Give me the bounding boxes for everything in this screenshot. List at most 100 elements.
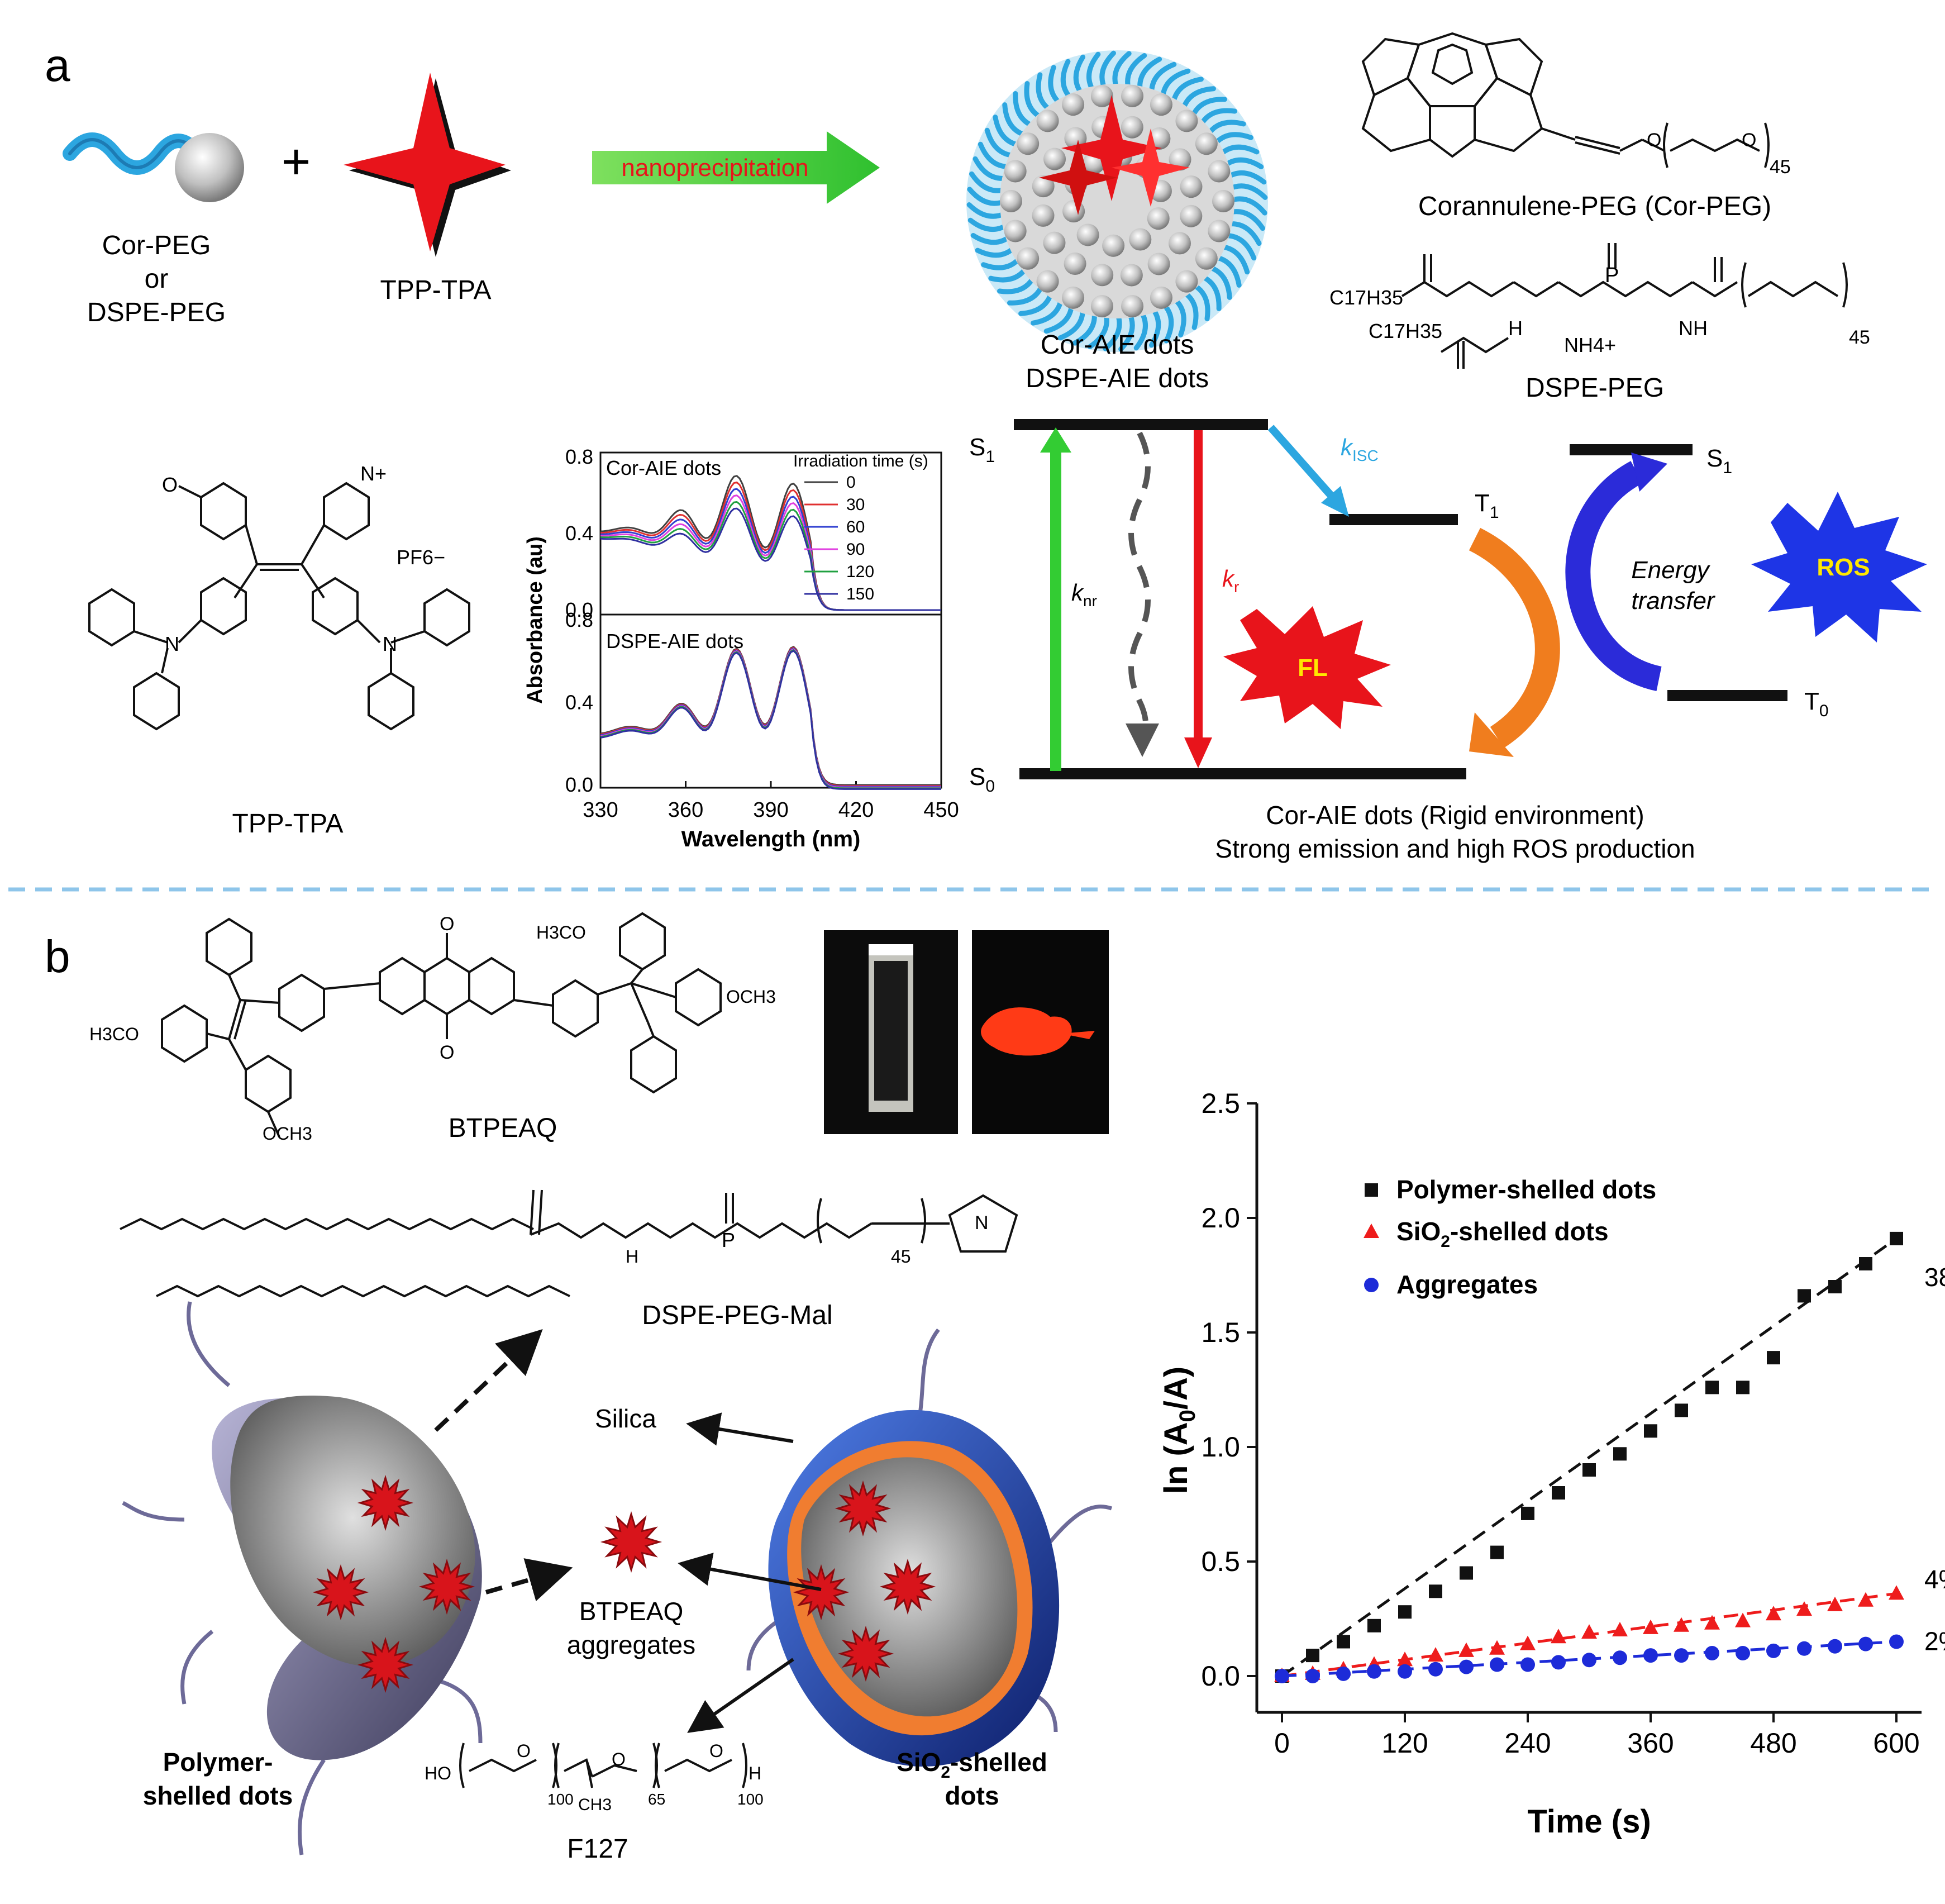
jablonski-caption-1: Cor-AIE dots (Rigid environment) (1266, 801, 1644, 830)
btpeaq-star-icon (357, 1636, 414, 1693)
core-sphere (1120, 264, 1143, 287)
energy-transfer-label-1: Energy (1631, 556, 1710, 584)
btpeaq-aggregate-label-2: aggregates (567, 1630, 695, 1659)
dspe-c17-2: C17H35 (1369, 320, 1442, 342)
abs-legend-entry: 120 (846, 563, 874, 581)
ln-data-point (1674, 1617, 1689, 1632)
s0-label: S0 (969, 763, 995, 796)
to-silica-arrow (686, 1412, 794, 1446)
ln-y-tick-label: 0.0 (1201, 1660, 1240, 1692)
ln-data-point (1336, 1666, 1351, 1681)
btpeaq-h3co-top: H3CO (536, 922, 586, 943)
jablonski-caption-2: Strong emission and high ROS production (1215, 834, 1695, 863)
ln-y-tick-label: 1.5 (1201, 1317, 1240, 1348)
abs-legend-entry: 30 (846, 496, 865, 514)
f127-o2: O (612, 1749, 626, 1769)
f127-ho: HO (425, 1763, 451, 1783)
ln-data-point (1581, 1624, 1597, 1639)
ln-data-point (1305, 1669, 1320, 1683)
btpeaq-star-icon (418, 1558, 475, 1615)
dots-label-1: Cor-AIE dots (1041, 330, 1194, 360)
ln-ylabel: ln (A0/A) (1158, 1367, 1200, 1494)
abs-legend-entry: 60 (846, 518, 865, 536)
btpeaq-o-top: O (440, 913, 454, 935)
blue-energy-arrow (1565, 461, 1662, 692)
core-sphere (1168, 232, 1191, 255)
core-sphere (1212, 190, 1234, 212)
ln-x-tick-label: 120 (1381, 1727, 1428, 1759)
btpeaq-name: BTPEAQ (449, 1113, 557, 1143)
ros-label: ROS (1817, 554, 1870, 581)
abs-x-tick-label: 360 (668, 798, 703, 822)
orange-arrowhead (1469, 712, 1514, 757)
dspe-nh4: NH4+ (1564, 334, 1616, 356)
panel-b: b (45, 912, 1945, 1864)
btpeaq-aggregate-label-1: BTPEAQ (579, 1597, 684, 1626)
ln-data-point (1612, 1622, 1628, 1636)
kisc-arrowhead (1321, 486, 1349, 517)
core-sphere (1017, 247, 1040, 270)
abs-bottom-y-tick-label: 0.4 (565, 691, 593, 714)
ln-legend-marker (1364, 1278, 1379, 1292)
ln-annotation: 2% (1924, 1627, 1945, 1656)
abs-x-tick-label: 330 (583, 798, 618, 822)
ln-data-point (1582, 1653, 1596, 1668)
dspe-peg-sub: 45 (1849, 327, 1870, 348)
s1-left-label: S1 (969, 434, 995, 466)
ln-data-point (1643, 1619, 1658, 1634)
mal-h: H (626, 1246, 638, 1267)
blue-arrowhead (1631, 453, 1667, 492)
ln-data-point (1275, 1669, 1289, 1683)
core-sphere (1091, 264, 1114, 287)
btpeaq-och3-bottom: OCH3 (263, 1124, 312, 1144)
btpeaq-star-icon (600, 1511, 662, 1573)
dspe-peg-mal-structure (120, 1189, 1018, 1298)
core-sphere (1032, 175, 1055, 198)
ln-y-tick-label: 0.5 (1201, 1546, 1240, 1577)
abs-xlabel: Wavelength (nm) (681, 827, 861, 851)
core-sphere (1076, 223, 1099, 246)
core-sphere (1175, 110, 1198, 132)
btpeaq-star-icon (835, 1480, 892, 1537)
ln-x-tick-label: 0 (1274, 1727, 1290, 1759)
corannulene-o2: O (1742, 130, 1756, 151)
abs-bottom-curve-150 (600, 650, 941, 790)
ln-data-point (1890, 1231, 1903, 1245)
ln-data-point (1858, 1592, 1874, 1607)
core-sphere (1147, 253, 1170, 275)
ln-data-point (1766, 1606, 1781, 1621)
ln-data-point (1859, 1257, 1872, 1270)
corannulene-name: Corannulene-PEG (Cor-PEG) (1418, 192, 1771, 221)
abs-x-tick-label: 420 (838, 798, 874, 822)
ln-annotation: 4% (1924, 1564, 1945, 1593)
abs-top-curve-150 (600, 507, 941, 611)
photobleaching-chart: 01202403604806000.00.51.01.52.02.538%4%2… (1158, 1088, 1945, 1840)
ln-data-point (1736, 1646, 1750, 1660)
ln-data-point (1735, 1612, 1751, 1627)
abs-top-annotation: Cor-AIE dots (606, 456, 721, 479)
btpeaq-star-icon (357, 1474, 414, 1531)
tpp-tpa-star-icon (344, 73, 511, 257)
ln-data-point (1552, 1486, 1565, 1500)
ln-annotation: 38% (1924, 1263, 1945, 1292)
dspe-peg-label: DSPE-PEG (87, 298, 226, 327)
ln-data-point (1705, 1381, 1719, 1394)
core-sphere (1180, 175, 1203, 198)
btpeaq-star-icon (793, 1564, 850, 1621)
abs-bottom-y-tick-label: 0.0 (565, 773, 593, 796)
btpeaq-h3co-left: H3CO (89, 1024, 139, 1044)
dspe-name: DSPE-PEG (1526, 373, 1664, 403)
dspe-peg-mal-name: DSPE-PEG-Mal (642, 1301, 832, 1330)
core-sphere (1032, 204, 1055, 227)
polymer-dots-label-1: Polymer- (163, 1748, 273, 1777)
core-sphere (1208, 220, 1231, 242)
btpeaq-aggregate-icon (600, 1511, 662, 1573)
abs-top-y-tick-label: 0.8 (565, 445, 593, 468)
ln-fit-line (1281, 1237, 1898, 1678)
ln-data-point (1613, 1447, 1627, 1461)
panel-a-label: a (45, 40, 70, 91)
ln-data-point (1460, 1566, 1473, 1580)
f127-65: 65 (648, 1791, 665, 1808)
to-f127-arrow (687, 1658, 794, 1733)
ln-y-tick-label: 1.0 (1201, 1431, 1240, 1463)
